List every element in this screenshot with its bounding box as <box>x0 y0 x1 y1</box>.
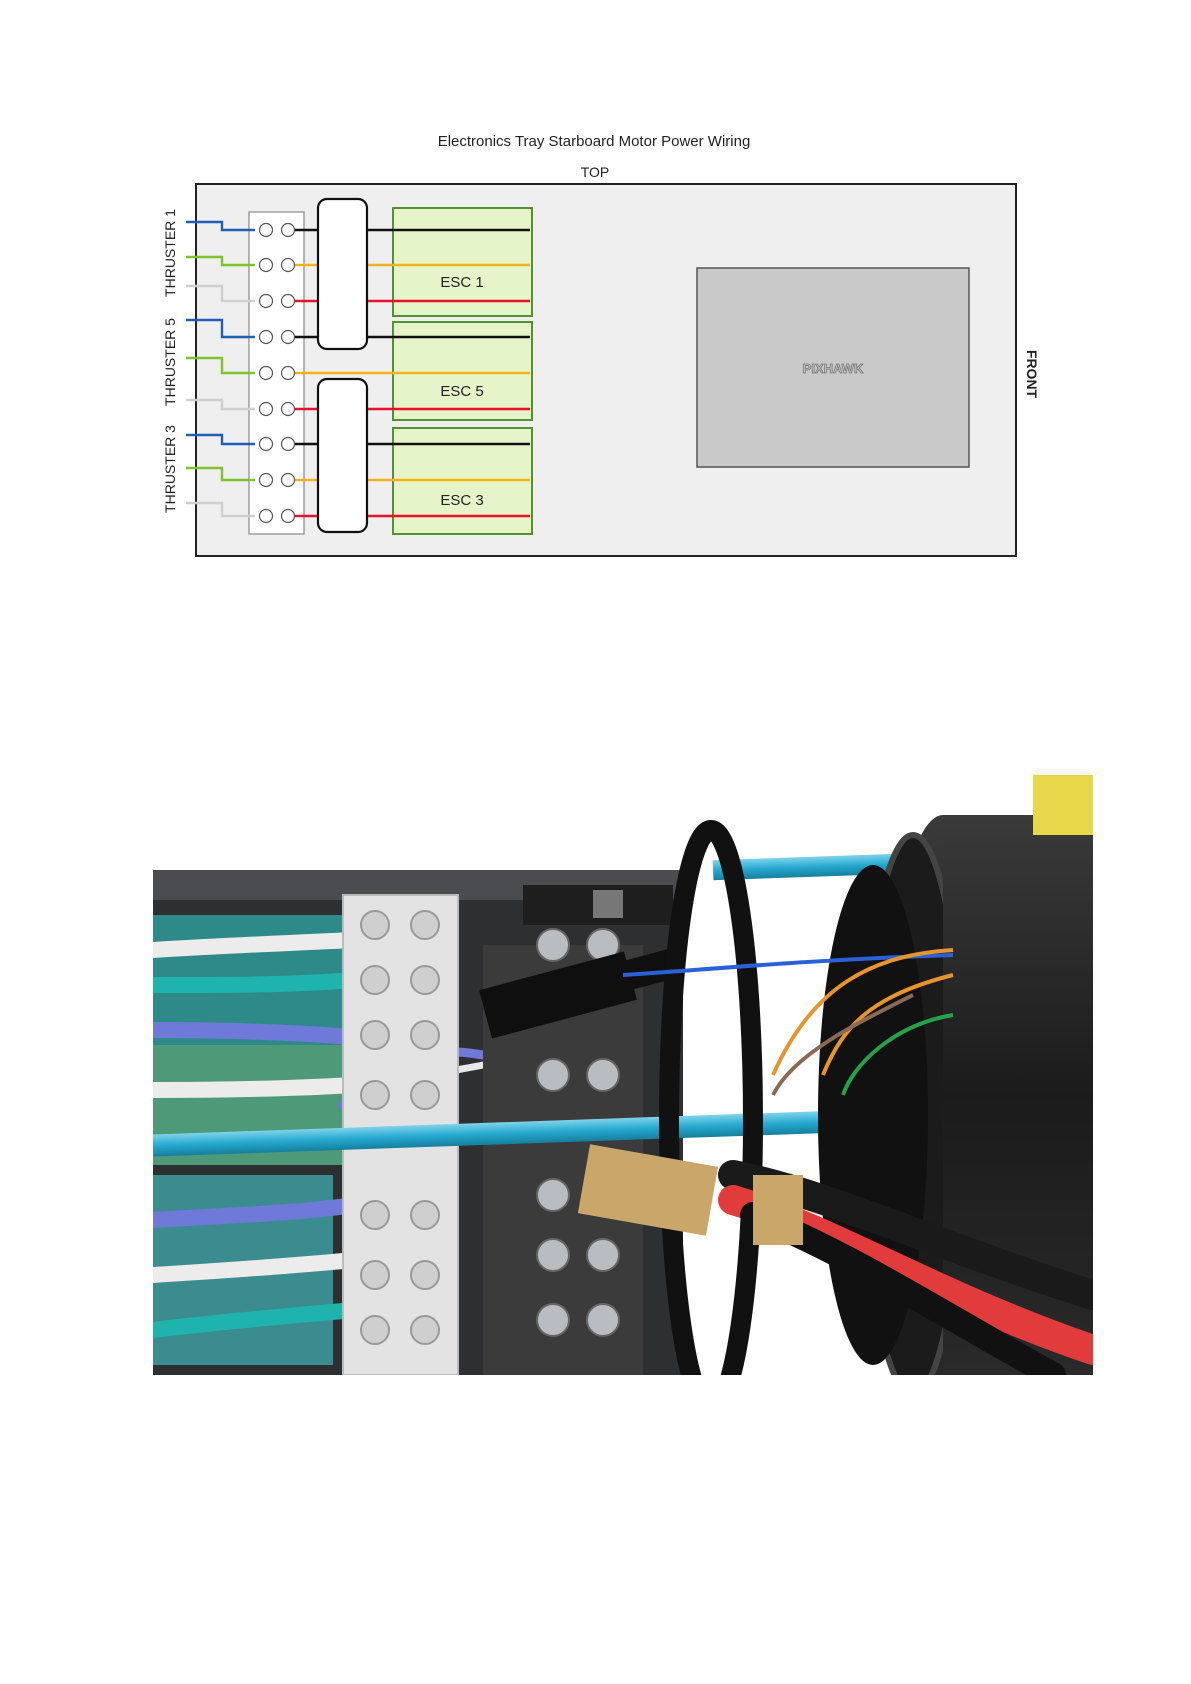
thruster-3-label: THRUSTER 3 <box>162 425 178 513</box>
bus-bar-upper <box>318 199 367 349</box>
esc-1-label: ESC 1 <box>440 274 483 291</box>
top-label: TOP <box>581 164 610 180</box>
bus-bar-lower <box>318 379 367 532</box>
thruster-1-label: THRUSTER 1 <box>162 209 178 297</box>
diagram-title: Electronics Tray Starboard Motor Power W… <box>438 133 751 150</box>
esc-3-label: ESC 3 <box>440 492 483 509</box>
front-label: FRONT <box>1024 350 1040 399</box>
wiring-photo <box>153 775 1093 1375</box>
esc-5-label: ESC 5 <box>440 383 483 400</box>
wiring-diagram: Electronics Tray Starboard Motor Power W… <box>0 0 1191 580</box>
thruster-5-label: THRUSTER 5 <box>162 318 178 406</box>
pixhawk-label: PIXHAWK <box>803 361 864 376</box>
